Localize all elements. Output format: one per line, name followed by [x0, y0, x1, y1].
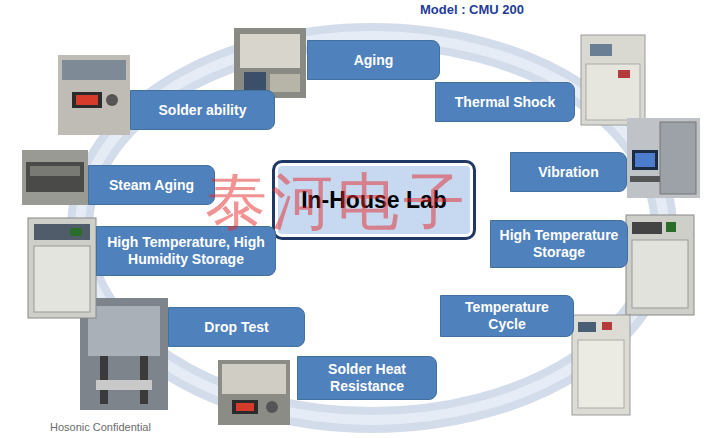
- test-box: High Temperature, High Humidity Storage: [96, 226, 276, 276]
- test-box: Vibration: [510, 152, 627, 192]
- model-title: Model : CMU 200: [420, 2, 524, 17]
- ring-highlight: [80, 36, 664, 420]
- box-label: Steam Aging: [109, 177, 194, 194]
- box-label: Vibration: [538, 164, 598, 181]
- test-box: Thermal Shock: [435, 82, 575, 122]
- humidity-chamber-photo: [28, 218, 96, 318]
- high-temperature-storage-photo: [626, 215, 694, 315]
- confidential-note: Hosonic Confidential: [50, 421, 151, 433]
- test-box: Drop Test: [168, 307, 305, 347]
- test-box: Solder ability: [130, 90, 275, 130]
- box-label: High Temperature, High Humidity Storage: [105, 234, 267, 268]
- steam-aging-photo: [22, 150, 88, 205]
- test-box: High Temperature Storage: [490, 220, 628, 268]
- solderability-photo: [58, 55, 130, 135]
- ring: [80, 36, 664, 420]
- vibration-photo: [627, 118, 700, 198]
- box-label: In-House Lab: [301, 187, 447, 214]
- solder-heat-photo: [218, 360, 290, 425]
- test-box: Steam Aging: [88, 165, 215, 205]
- aging-photo: [234, 28, 306, 98]
- box-label: Solder Heat Resistance: [306, 361, 428, 395]
- box-label: High Temperature Storage: [499, 227, 619, 261]
- box-label: Drop Test: [204, 319, 268, 336]
- box-label: Temperature Cycle: [449, 299, 565, 333]
- test-box: Solder Heat Resistance: [297, 356, 437, 400]
- box-label: Solder ability: [159, 102, 247, 119]
- box-label: Aging: [354, 52, 394, 69]
- temperature-cycle-photo: [572, 315, 630, 415]
- thermal-shock-photo: [581, 35, 645, 125]
- test-box: Temperature Cycle: [440, 295, 574, 337]
- center-box: In-House Lab: [272, 160, 476, 240]
- box-label: Thermal Shock: [455, 94, 555, 111]
- test-box: Aging: [307, 40, 440, 80]
